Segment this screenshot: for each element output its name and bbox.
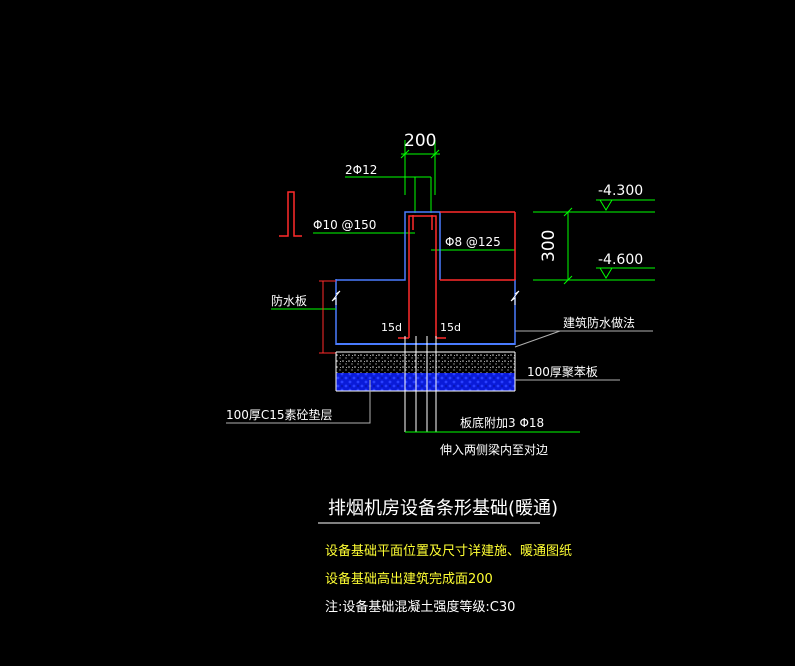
- width-dimension: [400, 140, 440, 195]
- foundation-outline: [335, 211, 516, 345]
- anchor-left-label: 15d: [381, 321, 402, 334]
- plain-concrete-label: 100厚C15素砼垫层: [226, 407, 333, 422]
- rebar-cage: [398, 211, 516, 339]
- waterproof-board-label: 防水板: [271, 293, 307, 308]
- gravel-layer: [336, 353, 515, 373]
- slab-thickness-dim: [319, 280, 336, 354]
- bottom-rebar-leaders: [404, 336, 437, 432]
- drawing-title: 排烟机房设备条形基础(暖通): [328, 498, 558, 519]
- level-marks: [533, 199, 655, 285]
- top-bars-label: 2Φ12: [345, 163, 377, 177]
- width-dim-label: 200: [404, 131, 436, 151]
- break-marks: [331, 290, 520, 305]
- stirrup-label: Φ10 @150: [313, 218, 376, 232]
- anchor-right-label: 15d: [440, 321, 461, 334]
- arch-waterproof-label: 建筑防水做法: [563, 315, 635, 330]
- extend-note-label: 伸入两侧梁内至对边: [440, 442, 548, 457]
- bottom-rebar-label: 板底附加3 Φ18: [460, 415, 544, 430]
- polystyrene-layer: [336, 373, 515, 391]
- stirrup-hook-icon: [279, 191, 302, 237]
- note-3: 注:设备基础混凝土强度等级:C30: [325, 600, 516, 615]
- level-top-label: -4.300: [598, 183, 643, 199]
- note-2: 设备基础高出建筑完成面200: [325, 572, 493, 587]
- height-dim-label: 300: [539, 230, 559, 262]
- level-bottom-label: -4.600: [598, 252, 643, 268]
- distribution-bar-label: Φ8 @125: [445, 235, 501, 249]
- note-1: 设备基础平面位置及尺寸详建施、暖通图纸: [325, 544, 573, 559]
- plain-concrete-leader: [226, 380, 371, 424]
- polystyrene-label: 100厚聚苯板: [527, 365, 598, 379]
